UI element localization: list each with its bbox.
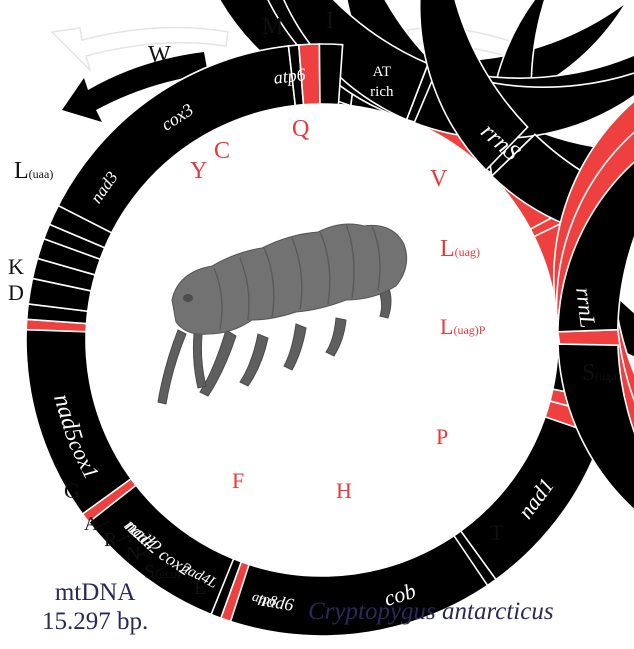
trna-label-g: G <box>64 478 80 503</box>
trna-label-l-uaa-: L(uaa) <box>14 158 53 184</box>
trna-label-y: Y <box>190 158 207 184</box>
trna-label-p: P <box>436 424 448 449</box>
trna-label-l-uag-: L(uag) <box>440 236 480 262</box>
gene-label-at-rich-line1: AT <box>373 64 391 80</box>
springtail-leg <box>326 318 346 356</box>
trna-label-q: Q <box>292 116 309 142</box>
trna-label-c: C <box>214 138 230 164</box>
trna-label-t: T <box>490 520 504 545</box>
springtail-antenna <box>158 330 186 404</box>
mtdna-length: 15.297 bp. <box>42 607 148 636</box>
species-name: Cryptopygus antarcticus <box>308 598 554 626</box>
mtdna-size-caption: mtDNA 15.297 bp. <box>42 578 148 636</box>
gene-label-rrnl: rrnL <box>571 286 601 329</box>
trna-segment-i <box>319 44 342 105</box>
trna-label-f: F <box>232 468 244 493</box>
springtail-illustration <box>158 224 407 404</box>
gene-label-atp6: atp6 <box>272 64 306 88</box>
trna-label-w: W <box>148 42 171 68</box>
springtail-eye <box>183 294 193 302</box>
trna-label-v: V <box>430 166 448 192</box>
gene-label-at-rich-line2: rich <box>370 84 394 100</box>
trna-label-a: A <box>84 513 99 535</box>
trna-label-m: M <box>262 14 283 40</box>
trna-label-d: D <box>8 280 24 305</box>
trna-label-n: N <box>126 543 140 565</box>
trna-label-r: R <box>104 529 118 551</box>
trna-label-h: H <box>336 478 352 503</box>
trna-label-l-uag-p: L(uag)P <box>440 314 486 339</box>
springtail-leg <box>284 324 306 370</box>
mtdna-title: mtDNA <box>42 578 148 607</box>
springtail-body <box>172 224 407 334</box>
trna-label-i: I <box>326 8 334 34</box>
trna-label-k: K <box>8 254 24 279</box>
springtail-leg <box>240 334 268 386</box>
trna-label-e: E <box>194 577 206 599</box>
